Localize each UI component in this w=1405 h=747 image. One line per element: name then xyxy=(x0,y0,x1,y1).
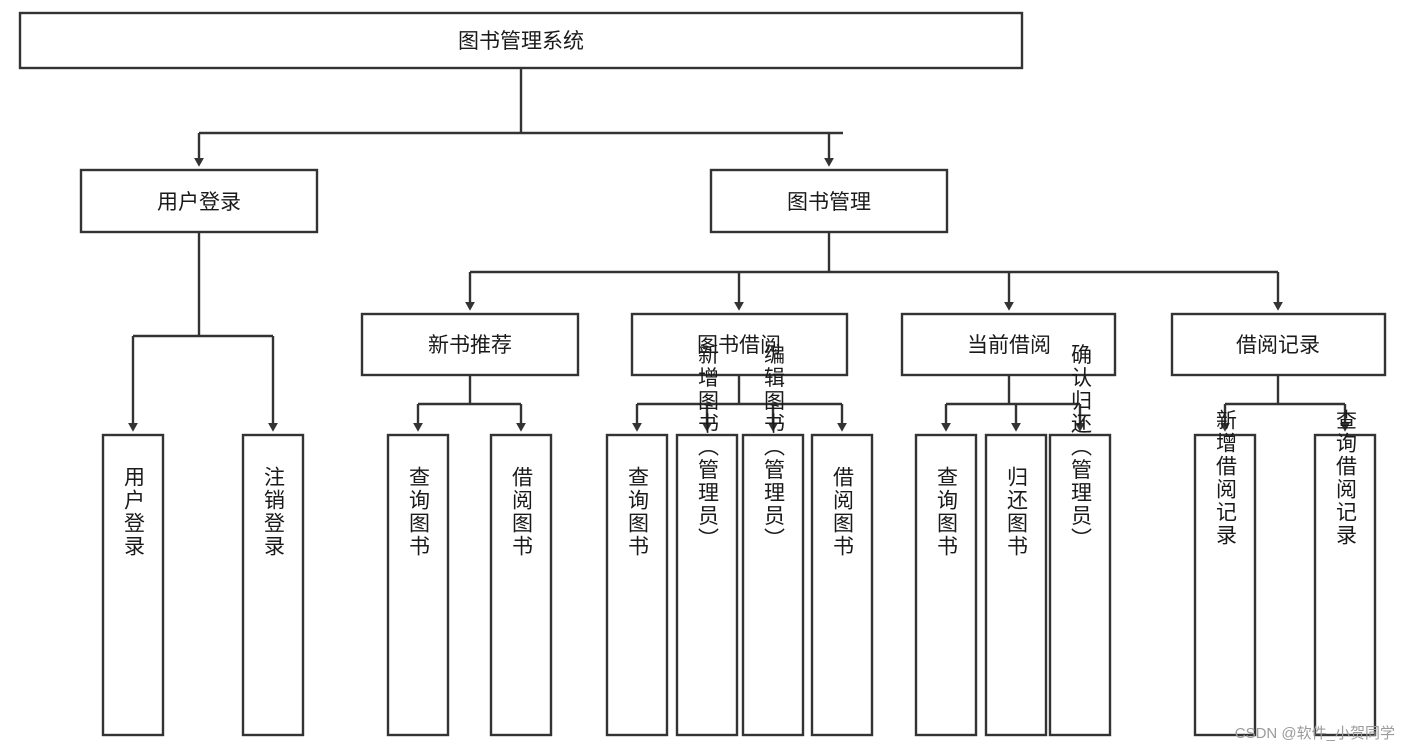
leaf-new-book-0[interactable]: 查询图书 xyxy=(386,433,450,737)
leaf-current-borrow-1[interactable]: 归还图书 xyxy=(984,433,1048,737)
leaf-new-book-1[interactable]: 借阅图书 xyxy=(489,433,553,737)
node-current-borrow[interactable]: 当前借阅 xyxy=(900,312,1117,377)
edge-currentborrow-to-leaves xyxy=(941,375,1085,432)
leaf-borrow-record-0[interactable]: 新增借阅记录 xyxy=(1193,409,1257,737)
leaf-current-borrow-0-label: 查询图书 xyxy=(935,466,959,558)
leaf-borrow-record-0-label: 新增借阅记录 xyxy=(1214,409,1238,547)
leaf-user-login-0[interactable]: 用户登录 xyxy=(101,433,165,737)
edge-bookmgmt-to-level3 xyxy=(465,232,1283,311)
leaf-new-book-0-label: 查询图书 xyxy=(407,466,431,558)
node-user-login-label: 用户登录 xyxy=(157,191,241,214)
edge-borrowrecord-to-leaves xyxy=(1220,375,1350,432)
leaf-book-borrow-3-label: 借阅图书 xyxy=(831,466,855,558)
node-book-management-label: 图书管理 xyxy=(787,191,871,214)
node-borrow-record-label: 借阅记录 xyxy=(1236,334,1320,357)
leaf-book-borrow-2[interactable]: 编辑图书（管理员） xyxy=(741,344,805,737)
leaf-new-book-1-label: 借阅图书 xyxy=(510,466,534,558)
node-root-system[interactable]: 图书管理系统 xyxy=(18,11,1024,70)
node-borrow-record[interactable]: 借阅记录 xyxy=(1170,312,1387,377)
node-new-book-recommend-label: 新书推荐 xyxy=(428,334,512,357)
leaf-user-login-1-label: 注销登录 xyxy=(262,466,286,558)
node-book-borrow-label: 图书借阅 xyxy=(697,334,781,357)
node-user-login[interactable]: 用户登录 xyxy=(79,168,319,234)
edge-newbook-to-leaves xyxy=(413,375,526,432)
leaf-book-borrow-3[interactable]: 借阅图书 xyxy=(810,433,874,737)
leaf-book-borrow-0[interactable]: 查询图书 xyxy=(605,433,669,737)
leaf-borrow-record-1-label: 查询借阅记录 xyxy=(1334,409,1358,547)
leaf-current-borrow-2-label: 确认归还（管理员） xyxy=(1069,344,1093,551)
node-new-book-recommend[interactable]: 新书推荐 xyxy=(360,312,580,377)
node-book-borrow[interactable]: 图书借阅 xyxy=(630,312,849,377)
leaf-current-borrow-0[interactable]: 查询图书 xyxy=(914,433,978,737)
edge-userlogin-to-leaves xyxy=(128,232,278,432)
leaf-book-borrow-2-label: 编辑图书（管理员） xyxy=(762,344,786,551)
leaf-borrow-record-1[interactable]: 查询借阅记录 xyxy=(1313,409,1377,737)
csdn-watermark: CSDN @软件_小贺同学 xyxy=(1234,725,1395,742)
leaf-book-borrow-1[interactable]: 新增图书（管理员） xyxy=(675,344,739,737)
leaf-user-login-1[interactable]: 注销登录 xyxy=(241,433,305,737)
edge-root-to-level2 xyxy=(194,68,843,167)
node-current-borrow-label: 当前借阅 xyxy=(967,334,1051,357)
leaf-current-borrow-2[interactable]: 确认归还（管理员） xyxy=(1048,344,1112,737)
leaf-user-login-0-label: 用户登录 xyxy=(122,466,146,558)
node-root-label: 图书管理系统 xyxy=(458,30,584,53)
leaf-book-borrow-0-label: 查询图书 xyxy=(626,466,650,558)
leaf-book-borrow-1-label: 新增图书（管理员） xyxy=(696,344,720,551)
node-book-management[interactable]: 图书管理 xyxy=(709,168,949,234)
leaf-current-borrow-1-label: 归还图书 xyxy=(1005,466,1029,558)
edge-bookborrow-to-leaves xyxy=(632,375,847,432)
